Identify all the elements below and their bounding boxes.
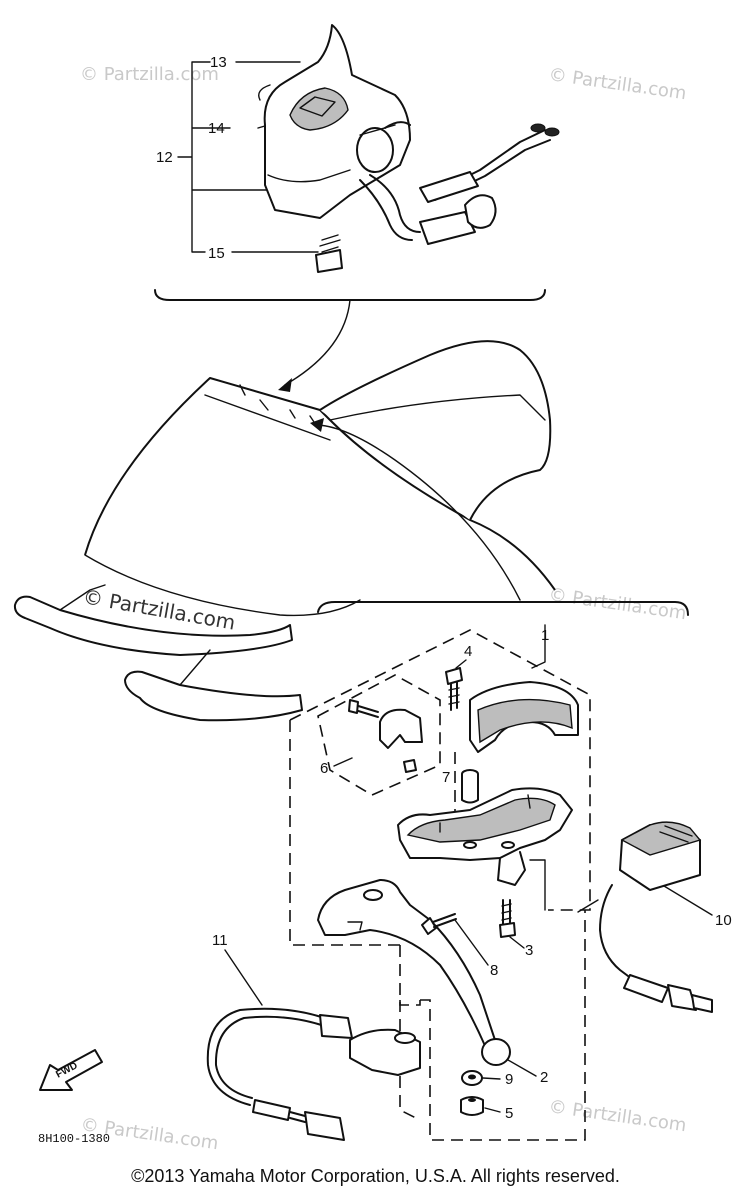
lever-bracket-part xyxy=(397,787,573,911)
brake-lever-part-2 xyxy=(317,879,511,1066)
callout-1: 1 xyxy=(541,627,549,644)
section-bracket-bottom xyxy=(317,601,689,616)
callout-bracket-12 xyxy=(177,61,271,253)
snowmobile-body xyxy=(13,340,556,722)
callout-13: 13 xyxy=(210,54,227,71)
screw-part-15 xyxy=(315,234,343,273)
callout-15: 15 xyxy=(208,245,225,262)
copyright-notice: ©2013 Yamaha Motor Corporation, U.S.A. A… xyxy=(131,1166,620,1186)
leader-2 xyxy=(507,1059,537,1077)
callout-7: 7 xyxy=(442,769,450,786)
top-cover-part xyxy=(469,681,579,753)
lower-assembly: 1 4 6 7 xyxy=(206,601,732,1141)
fwd-arrow-icon: FWD xyxy=(39,1049,103,1091)
watermark-top-left: © Partzilla.com xyxy=(80,64,219,85)
leader-10 xyxy=(663,885,713,916)
leader-3 xyxy=(509,936,525,949)
callout-10: 10 xyxy=(715,912,732,929)
diagram-code: 8H100-1380 xyxy=(38,1132,110,1146)
leader-5 xyxy=(484,1107,501,1113)
leader-11 xyxy=(224,949,263,1006)
nut-part-5 xyxy=(460,1096,484,1116)
callout-14: 14 xyxy=(208,120,225,137)
arrow-head-bottom xyxy=(310,418,324,432)
top-assembly: 13 14 12 15 xyxy=(154,24,560,301)
throttle-housing xyxy=(258,24,560,245)
leader-arrow-top xyxy=(284,299,351,386)
callout-5: 5 xyxy=(505,1105,513,1122)
leader-1 xyxy=(531,624,546,669)
leader-4 xyxy=(455,659,467,669)
washer-part-9 xyxy=(461,1070,483,1086)
bolt-part-4 xyxy=(445,667,463,711)
clamp-part-6 xyxy=(348,699,423,773)
switch-part-10 xyxy=(577,821,713,1013)
watermark-bottom-right: © Partzilla.com xyxy=(547,1096,687,1136)
switch-part-11 xyxy=(206,1007,421,1141)
callout-6: 6 xyxy=(320,760,328,777)
bolt-part-3 xyxy=(499,899,516,938)
leader-6 xyxy=(333,757,353,767)
callout-9: 9 xyxy=(505,1071,513,1088)
leader-8 xyxy=(454,919,489,966)
arrow-head-top xyxy=(278,378,292,392)
pin-part-7 xyxy=(461,769,479,804)
dashed-outline-6 xyxy=(317,674,441,796)
section-bracket-top xyxy=(154,289,546,301)
dashed-outline-1 xyxy=(289,629,591,946)
callout-8: 8 xyxy=(490,962,498,979)
callout-3: 3 xyxy=(525,942,533,959)
watermark-mid-right: © Partzilla.com xyxy=(547,584,687,624)
callout-2: 2 xyxy=(540,1069,548,1086)
dashed-guide-11 xyxy=(399,1000,421,1121)
callout-12: 12 xyxy=(156,149,173,166)
dashed-outline-link xyxy=(399,945,421,1006)
leader-arrow-bottom xyxy=(314,424,521,601)
screw-part-8 xyxy=(421,913,457,935)
dashed-outline-lower xyxy=(420,910,586,1141)
leader-9 xyxy=(482,1077,501,1080)
watermarks: © Partzilla.com © Partzilla.com © Partzi… xyxy=(79,64,687,1154)
watermark-top-right: © Partzilla.com xyxy=(547,64,687,104)
callout-4: 4 xyxy=(464,643,472,660)
skis xyxy=(13,584,303,722)
callout-11: 11 xyxy=(212,932,228,949)
